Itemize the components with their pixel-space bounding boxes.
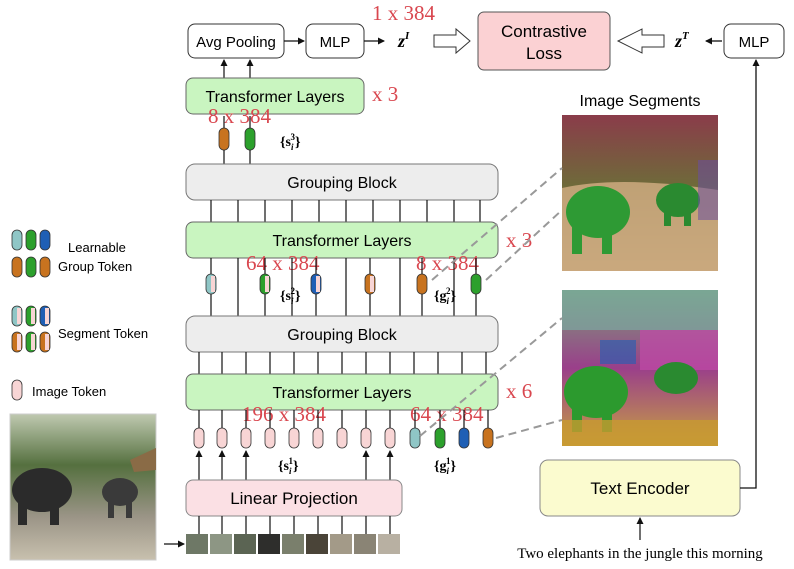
contrastive-label: Contrastive (501, 22, 587, 41)
segment-tokens-row-2 (210, 258, 477, 316)
legend-group-token-label: Group Token (58, 259, 132, 274)
dim-64x384-a-label: 64 x 384 (246, 251, 320, 275)
transformer-layers-bottom: Transformer Layers (185, 373, 499, 411)
dim-8x384-mid-label: 8 x 384 (416, 251, 480, 275)
text-encoder-box: Text Encoder (539, 459, 741, 517)
group-token-orange-2 (416, 273, 428, 295)
hollow-arrow-left-icon (616, 28, 665, 54)
g2-label: {gi2} (434, 286, 457, 306)
input-photo-elephants (9, 413, 157, 561)
group-token-green-1 (434, 427, 446, 449)
text-encoder-label: Text Encoder (590, 479, 690, 498)
image-tokens-row (193, 427, 396, 449)
image-segments-title: Image Segments (580, 93, 701, 110)
mlp-text-box: MLP (723, 23, 785, 59)
segment-image-stage2 (562, 290, 718, 446)
s2-label: {si2} (280, 286, 301, 306)
group-token-blue-1 (458, 427, 470, 449)
rep-x6-label: x 6 (506, 379, 532, 403)
transformer-top-label: Transformer Layers (206, 89, 345, 106)
legend: Learnable Group Token Segment Token Imag… (11, 229, 148, 401)
patch-lines (198, 516, 391, 534)
dashed-connectors (419, 167, 563, 439)
rep-x3-mid-label: x 3 (506, 228, 532, 252)
transformer-bottom-label: Transformer Layers (273, 385, 412, 402)
text-to-mlp-connector (740, 59, 760, 489)
group-token-orange-1 (482, 427, 494, 449)
segment-token-teal (205, 273, 217, 295)
dim-64x384-b-label: 64 x 384 (410, 402, 484, 426)
segment-token-green (259, 273, 271, 295)
projection-arrows (195, 450, 394, 480)
legend-learnable-label: Learnable (68, 240, 126, 255)
token-lines-bottom (198, 410, 489, 428)
group-token-green (244, 127, 256, 151)
avg-pooling-box: Avg Pooling (187, 23, 285, 59)
mlp-image-label: MLP (320, 34, 351, 51)
group-token-orange (218, 127, 230, 151)
transformer-layers-top: Transformer Layers (185, 77, 365, 115)
segment-token-orange (364, 273, 376, 295)
s1-label: {si1} (278, 456, 299, 476)
legend-segment-token-label: Segment Token (58, 326, 148, 341)
dim-1x384-label: 1 x 384 (372, 1, 436, 25)
legend-segment-tokens (11, 305, 51, 353)
group-token-teal-1 (409, 427, 421, 449)
z-text-label: zT (674, 30, 690, 51)
transformer-layers-mid: Transformer Layers (185, 221, 499, 259)
legend-image-token (11, 379, 23, 401)
z-image-label: zI (397, 30, 410, 51)
linear-projection-label: Linear Projection (230, 489, 358, 508)
connector-lines-2 (198, 352, 487, 374)
grouping-block-2: Grouping Block (185, 315, 499, 353)
s3-label: {si3} (280, 132, 301, 152)
dim-196x384-label: 196 x 384 (242, 402, 327, 426)
mlp-image-box: MLP (305, 23, 365, 59)
segment-image-stage3 (562, 115, 718, 271)
grouping-block-1: Grouping Block (185, 163, 499, 201)
connector-lines-1 (210, 200, 481, 222)
legend-image-token-label: Image Token (32, 384, 106, 399)
mlp-text-label: MLP (739, 34, 770, 51)
loss-label: Loss (526, 44, 562, 63)
transformer-mid-label: Transformer Layers (273, 233, 412, 250)
grouping-2-label: Grouping Block (287, 327, 397, 344)
segment-token-blue (310, 273, 322, 295)
g1-label: {gi1} (434, 456, 457, 476)
group-token-green-2 (470, 273, 482, 295)
caption-text: Two elephants in the jungle this morning (517, 546, 763, 562)
image-patches (186, 534, 400, 554)
avg-pooling-label: Avg Pooling (196, 34, 276, 51)
rep-x3-top-label: x 3 (372, 82, 398, 106)
legend-group-tokens (11, 229, 51, 278)
grouping-1-label: Grouping Block (287, 175, 397, 192)
hollow-arrow-right-icon (433, 27, 471, 55)
dim-8x384-top-label: 8 x 384 (208, 104, 272, 128)
linear-projection-box: Linear Projection (185, 479, 403, 517)
contrastive-loss-box: Contrastive Loss (477, 11, 611, 71)
